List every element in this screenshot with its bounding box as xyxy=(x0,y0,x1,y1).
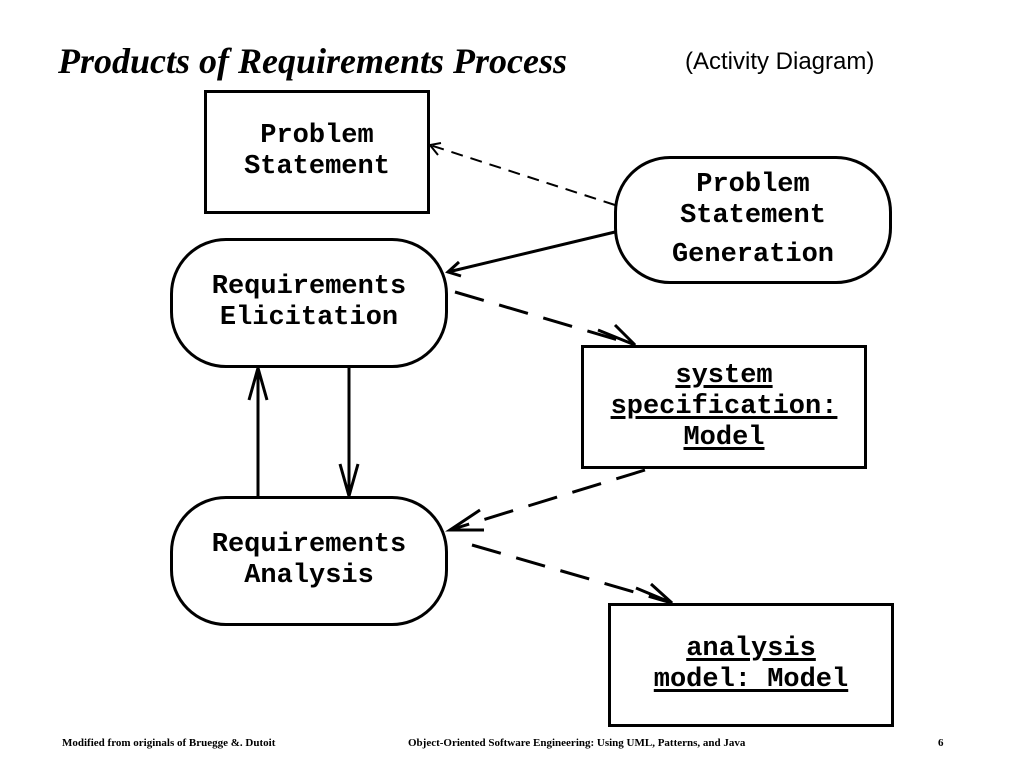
node-text-line: Statement xyxy=(244,152,390,182)
node-text-line: system xyxy=(675,360,773,391)
slide-title: Products of Requirements Process xyxy=(58,41,567,81)
node-text-line: Analysis xyxy=(244,561,374,591)
requirements-analysis-activity: Requirements Analysis xyxy=(170,496,448,626)
footer-credit: Modified from originals of Bruegge &. Du… xyxy=(62,737,276,749)
node-text-line: Problem xyxy=(260,121,374,151)
slide-subtitle: (Activity Diagram) xyxy=(685,48,875,75)
node-text-line: Elicitation xyxy=(219,303,399,333)
arrow-system-specification-to-analysis xyxy=(445,468,646,532)
problem-statement-generation-activity: Problem Statement Generation xyxy=(614,156,892,284)
node-text-line: Model xyxy=(683,422,765,453)
arrow-elicitation-to-analysis xyxy=(338,368,360,502)
arrow-elicitation-to-system-specification xyxy=(454,290,637,347)
node-text-line: Statement xyxy=(680,200,826,231)
node-text-line: analysis xyxy=(686,634,816,664)
node-text-line: Problem xyxy=(696,169,810,200)
arrow-analysis-to-elicitation xyxy=(247,362,269,496)
footer-course: Object-Oriented Software Engineering: Us… xyxy=(408,737,746,749)
system-specification-object: system specification: Model xyxy=(581,345,867,469)
page-number: 6 xyxy=(938,737,944,749)
arrow-generation-to-elicitation xyxy=(445,230,616,278)
arrow-generation-to-problem-statement xyxy=(428,142,616,206)
arrow-analysis-to-analysis-model xyxy=(471,543,674,605)
requirements-elicitation-activity: Requirements Elicitation xyxy=(170,238,448,368)
node-text-line: specification: xyxy=(610,391,838,422)
analysis-model-object: analysis model: Model xyxy=(608,603,894,727)
problem-statement-object: Problem Statement xyxy=(204,90,430,214)
node-text-line: Requirements xyxy=(211,272,407,302)
node-text-line: Requirements xyxy=(211,530,407,560)
node-text-line: Generation xyxy=(671,239,835,270)
node-text-line: model: Model xyxy=(653,665,849,695)
